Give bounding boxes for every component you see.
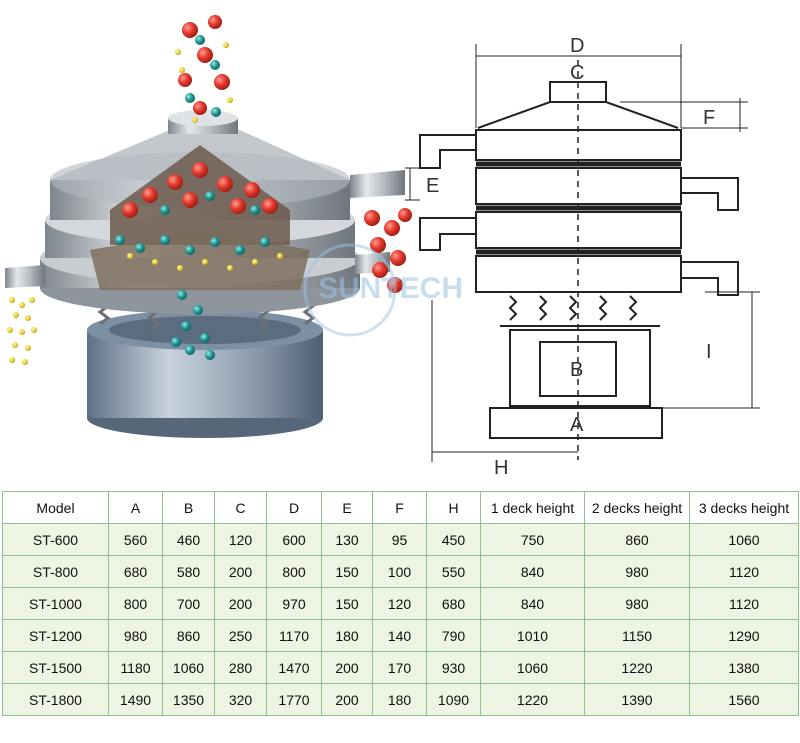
table-cell: 840 — [480, 587, 585, 620]
table-cell: 600 — [266, 523, 322, 556]
dimension-labels: D C F E B A I H — [426, 35, 715, 479]
table-cell: 140 — [372, 619, 427, 652]
product-figure: SUNTECH — [5, 15, 760, 479]
col-header-b: B — [162, 491, 215, 524]
table-cell: 95 — [372, 523, 427, 556]
table-cell: 120 — [372, 587, 427, 620]
table-cell: 930 — [426, 651, 481, 684]
table-cell: 1380 — [689, 651, 799, 684]
table-cell: 170 — [372, 651, 427, 684]
table-cell: 120 — [214, 523, 267, 556]
label-c: C — [570, 62, 584, 84]
dimension-drawing — [405, 44, 760, 462]
label-b: B — [570, 359, 583, 381]
table-cell: 700 — [162, 587, 215, 620]
label-f: F — [703, 107, 715, 129]
label-d: D — [570, 35, 584, 57]
table-cell: 560 — [108, 523, 163, 556]
table-cell: 180 — [372, 683, 427, 716]
table-row: ST-1500 1180 1060 280 1470 200 170 930 1… — [2, 651, 799, 684]
table-row: ST-1200 980 860 250 1170 180 140 790 101… — [2, 619, 799, 652]
table-cell: 1220 — [480, 683, 585, 716]
table-cell: ST-1500 — [2, 651, 109, 684]
table-cell: 790 — [426, 619, 481, 652]
col-header-1-deck: 1 deck height — [480, 491, 585, 524]
table-cell: 860 — [162, 619, 215, 652]
table-cell: 250 — [214, 619, 267, 652]
vibrating-screen-illustration — [5, 15, 412, 438]
table-cell: 550 — [426, 555, 481, 588]
table-cell: 680 — [426, 587, 481, 620]
specification-table: Model A B C D E F H 1 deck height 2 deck… — [2, 491, 799, 716]
table-cell: 860 — [584, 523, 690, 556]
table-cell: 1180 — [108, 651, 163, 684]
table-cell: 1060 — [480, 651, 585, 684]
table-cell: 800 — [266, 555, 322, 588]
table-cell: 1470 — [266, 651, 322, 684]
col-header-2-decks: 2 decks height — [584, 491, 690, 524]
table-cell: ST-800 — [2, 555, 109, 588]
table-cell: 320 — [214, 683, 267, 716]
col-header-h: H — [426, 491, 481, 524]
table-cell: 100 — [372, 555, 427, 588]
col-header-f: F — [372, 491, 427, 524]
label-h: H — [494, 457, 508, 479]
table-header-row: Model A B C D E F H 1 deck height 2 deck… — [2, 491, 799, 524]
table-cell: 840 — [480, 555, 585, 588]
table-cell: 1560 — [689, 683, 799, 716]
table-cell: 1010 — [480, 619, 585, 652]
col-header-a: A — [108, 491, 163, 524]
col-header-e: E — [321, 491, 373, 524]
table-cell: 1290 — [689, 619, 799, 652]
table-cell: 1390 — [584, 683, 690, 716]
table-cell: 580 — [162, 555, 215, 588]
table-cell: ST-600 — [2, 523, 109, 556]
table-cell: 130 — [321, 523, 373, 556]
table-cell: ST-1200 — [2, 619, 109, 652]
table-cell: 460 — [162, 523, 215, 556]
table-cell: 1120 — [689, 587, 799, 620]
table-cell: 200 — [214, 555, 267, 588]
col-header-3-decks: 3 decks height — [689, 491, 799, 524]
table-cell: 150 — [321, 587, 373, 620]
col-header-c: C — [214, 491, 267, 524]
table-cell: 1150 — [584, 619, 690, 652]
table-cell: 980 — [584, 587, 690, 620]
watermark: SUNTECH — [303, 243, 463, 337]
table-cell: ST-1800 — [2, 683, 109, 716]
table-cell: 280 — [214, 651, 267, 684]
table-cell: 980 — [108, 619, 163, 652]
col-header-d: D — [266, 491, 322, 524]
table-cell: 1060 — [689, 523, 799, 556]
label-i: I — [706, 341, 712, 363]
table-cell: 970 — [266, 587, 322, 620]
table-cell: 200 — [321, 683, 373, 716]
table-cell: 450 — [426, 523, 481, 556]
table-cell: 750 — [480, 523, 585, 556]
table-row: ST-1000 800 700 200 970 150 120 680 840 … — [2, 587, 799, 620]
label-e: E — [426, 175, 439, 197]
table-cell: 980 — [584, 555, 690, 588]
col-header-model: Model — [2, 491, 109, 524]
table-row: ST-600 560 460 120 600 130 95 450 750 86… — [2, 523, 799, 556]
table-cell: 680 — [108, 555, 163, 588]
table-row: ST-800 680 580 200 800 150 100 550 840 9… — [2, 555, 799, 588]
table-cell: 150 — [321, 555, 373, 588]
table-cell: 1090 — [426, 683, 481, 716]
table-cell: 180 — [321, 619, 373, 652]
table-cell: 1350 — [162, 683, 215, 716]
table-cell: 200 — [214, 587, 267, 620]
table-cell: 800 — [108, 587, 163, 620]
table-cell: 1490 — [108, 683, 163, 716]
table-cell: 200 — [321, 651, 373, 684]
label-a: A — [570, 414, 584, 436]
table-cell: ST-1000 — [2, 587, 109, 620]
table-cell: 1170 — [266, 619, 322, 652]
table-row: ST-1800 1490 1350 320 1770 200 180 1090 … — [2, 683, 799, 716]
table-cell: 1770 — [266, 683, 322, 716]
table-cell: 1220 — [584, 651, 690, 684]
watermark-text: SUNTECH — [318, 272, 463, 305]
table-cell: 1120 — [689, 555, 799, 588]
table-cell: 1060 — [162, 651, 215, 684]
